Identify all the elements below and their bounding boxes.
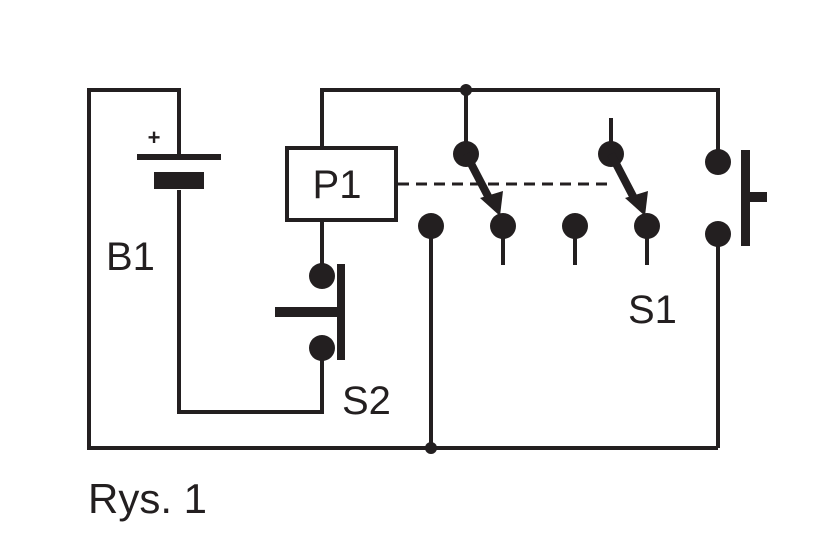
battery-b1: + B1 [106,125,221,279]
wire-battery-bottom [177,190,324,414]
s1-label: S1 [628,288,677,332]
s2-contact-bottom [309,335,335,361]
right-contact-bottom [705,221,731,247]
wire-top-rail [320,88,720,160]
battery-plate-positive [137,154,221,160]
switch-s2: S2 [275,263,391,423]
s1-blade-1-tip [480,191,503,216]
switch-s1: S1 [418,90,677,332]
s1-blade-1 [462,152,494,202]
right-contact-top [705,149,731,175]
figure-caption: Rys. 1 [88,475,207,522]
battery-polarity-label: + [148,125,161,150]
relay-label: P1 [313,163,362,207]
wiring [87,88,720,450]
s1-blade-2-tip [625,191,648,216]
right-actuator-stem [741,192,767,202]
battery-plate-negative [154,172,204,189]
s2-contact-top [309,263,335,289]
s2-actuator-stem [275,307,341,317]
battery-label: B1 [106,235,155,279]
junction-bottom [425,442,437,454]
relay-coil-box [285,146,398,222]
wire-battery-top [87,88,718,450]
relay-p1: P1 [285,146,612,222]
switch-right-pushbutton [705,149,767,247]
s2-label: S2 [342,379,391,423]
junction-top [460,84,472,96]
s1-blade-2 [607,152,639,202]
s1-contact-1a [418,213,444,239]
